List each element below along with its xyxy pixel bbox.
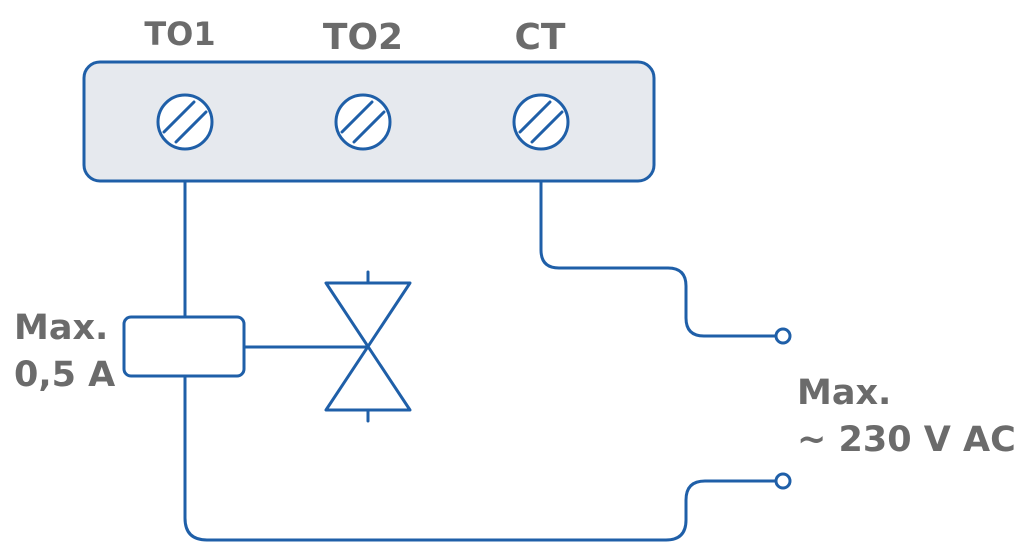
- supply-terminal-bottom: [774, 472, 792, 490]
- supply-limit-label-line2: ~ 230 V AC: [797, 420, 1016, 460]
- screw-terminal-ct: [512, 93, 570, 151]
- wire-ct-supply: [539, 179, 778, 338]
- load-coil: [122, 315, 246, 378]
- load-limit-label-line2: 0,5 A: [14, 355, 115, 395]
- load-limit-label-line1: Max.: [14, 308, 108, 348]
- supply-limit-label-line1: Max.: [797, 373, 891, 413]
- supply-terminal-top: [774, 327, 792, 345]
- screw-terminal-to1: [156, 93, 214, 151]
- terminal-label-to2: TO2: [323, 17, 403, 58]
- terminal-label-ct: CT: [515, 17, 566, 58]
- valve-symbol: [324, 270, 412, 423]
- screw-terminal-to2: [334, 93, 392, 151]
- terminal-label-to1: TO1: [144, 15, 215, 53]
- wire-load-supply: [183, 374, 778, 542]
